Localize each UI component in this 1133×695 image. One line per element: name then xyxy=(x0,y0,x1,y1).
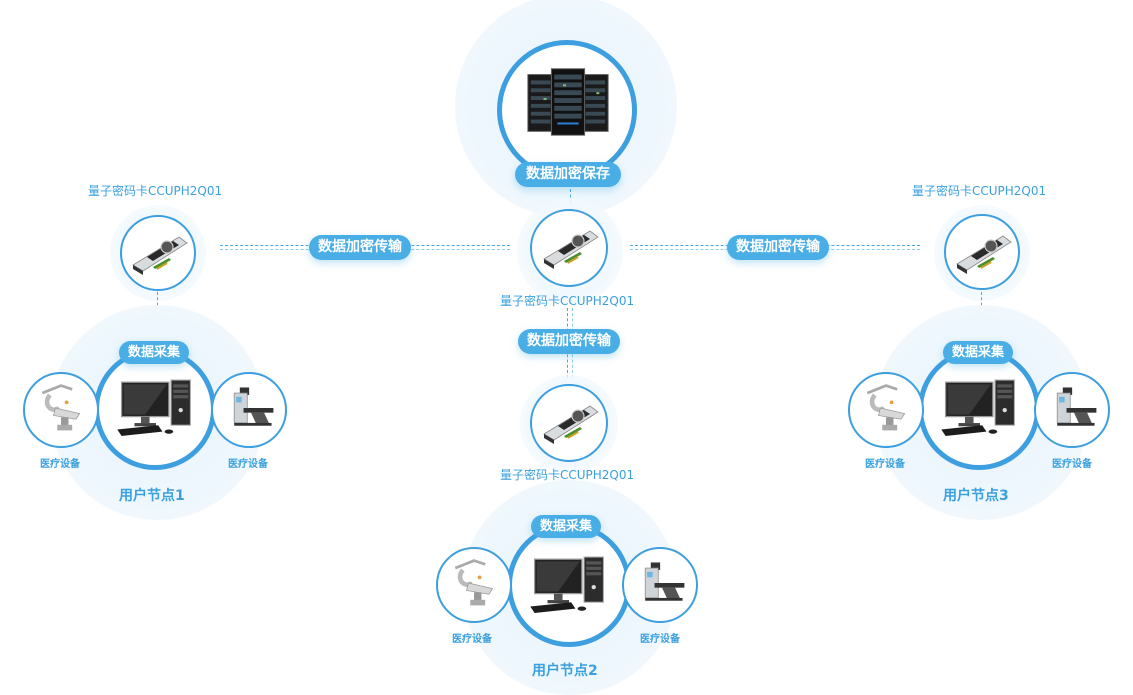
node2-collect-label: 数据采集 xyxy=(531,515,601,538)
node1-title: 用户节点1 xyxy=(119,488,185,504)
medical-bed-icon xyxy=(223,380,279,436)
node2-card-label: 量子密码卡CCUPH2Q01 xyxy=(500,468,635,482)
node3-title: 用户节点3 xyxy=(943,488,1009,504)
node1-pc[interactable] xyxy=(94,348,216,470)
node3-pc[interactable] xyxy=(918,348,1040,470)
medical-bed-icon xyxy=(1046,380,1102,436)
node2-device-right-label: 医疗设备 xyxy=(640,634,680,645)
node3-crypto-card[interactable] xyxy=(944,214,1020,290)
node1-device-left[interactable] xyxy=(23,372,99,448)
node3-device-left-label: 医疗设备 xyxy=(865,459,905,470)
computer-icon xyxy=(113,375,199,441)
medical-bed-icon xyxy=(634,555,690,611)
crypto-card-icon xyxy=(953,230,1013,274)
left-transfer-label: 数据加密传输 xyxy=(309,235,411,260)
server-label: 数据加密保存 xyxy=(515,162,621,187)
node3-collect-label: 数据采集 xyxy=(943,341,1013,364)
node1-crypto-card[interactable] xyxy=(120,215,196,291)
node2-pc[interactable] xyxy=(507,523,631,647)
node2-device-left-label: 医疗设备 xyxy=(452,634,492,645)
medical-cart-icon xyxy=(446,555,502,611)
node1-card-label: 量子密码卡CCUPH2Q01 xyxy=(88,184,223,198)
computer-icon xyxy=(937,375,1023,441)
crypto-card-icon xyxy=(540,225,600,269)
node3-device-left[interactable] xyxy=(848,372,924,448)
crypto-card-icon xyxy=(129,231,189,275)
node2-device-left[interactable] xyxy=(436,547,512,623)
crypto-card-icon xyxy=(540,400,600,444)
node2-title: 用户节点2 xyxy=(532,663,598,679)
node3-card-label: 量子密码卡CCUPH2Q01 xyxy=(912,184,1047,198)
computer-icon xyxy=(526,552,612,618)
server-rack-icon xyxy=(524,63,612,139)
center-crypto-card[interactable] xyxy=(530,209,608,287)
node2-device-right[interactable] xyxy=(622,547,698,623)
medical-cart-icon xyxy=(33,380,89,436)
node3-device-right-label: 医疗设备 xyxy=(1052,459,1092,470)
medical-cart-icon xyxy=(858,380,914,436)
node2-crypto-card[interactable] xyxy=(530,384,608,462)
node1-collect-label: 数据采集 xyxy=(119,341,189,364)
center-card-label: 量子密码卡CCUPH2Q01 xyxy=(500,294,635,308)
node3-device-right[interactable] xyxy=(1034,372,1110,448)
right-transfer-label: 数据加密传输 xyxy=(727,235,829,260)
node1-device-right-label: 医疗设备 xyxy=(228,459,268,470)
server-node[interactable] xyxy=(497,40,637,180)
down-transfer-label: 数据加密传输 xyxy=(518,329,620,354)
node1-device-right[interactable] xyxy=(211,372,287,448)
node1-device-left-label: 医疗设备 xyxy=(40,459,80,470)
